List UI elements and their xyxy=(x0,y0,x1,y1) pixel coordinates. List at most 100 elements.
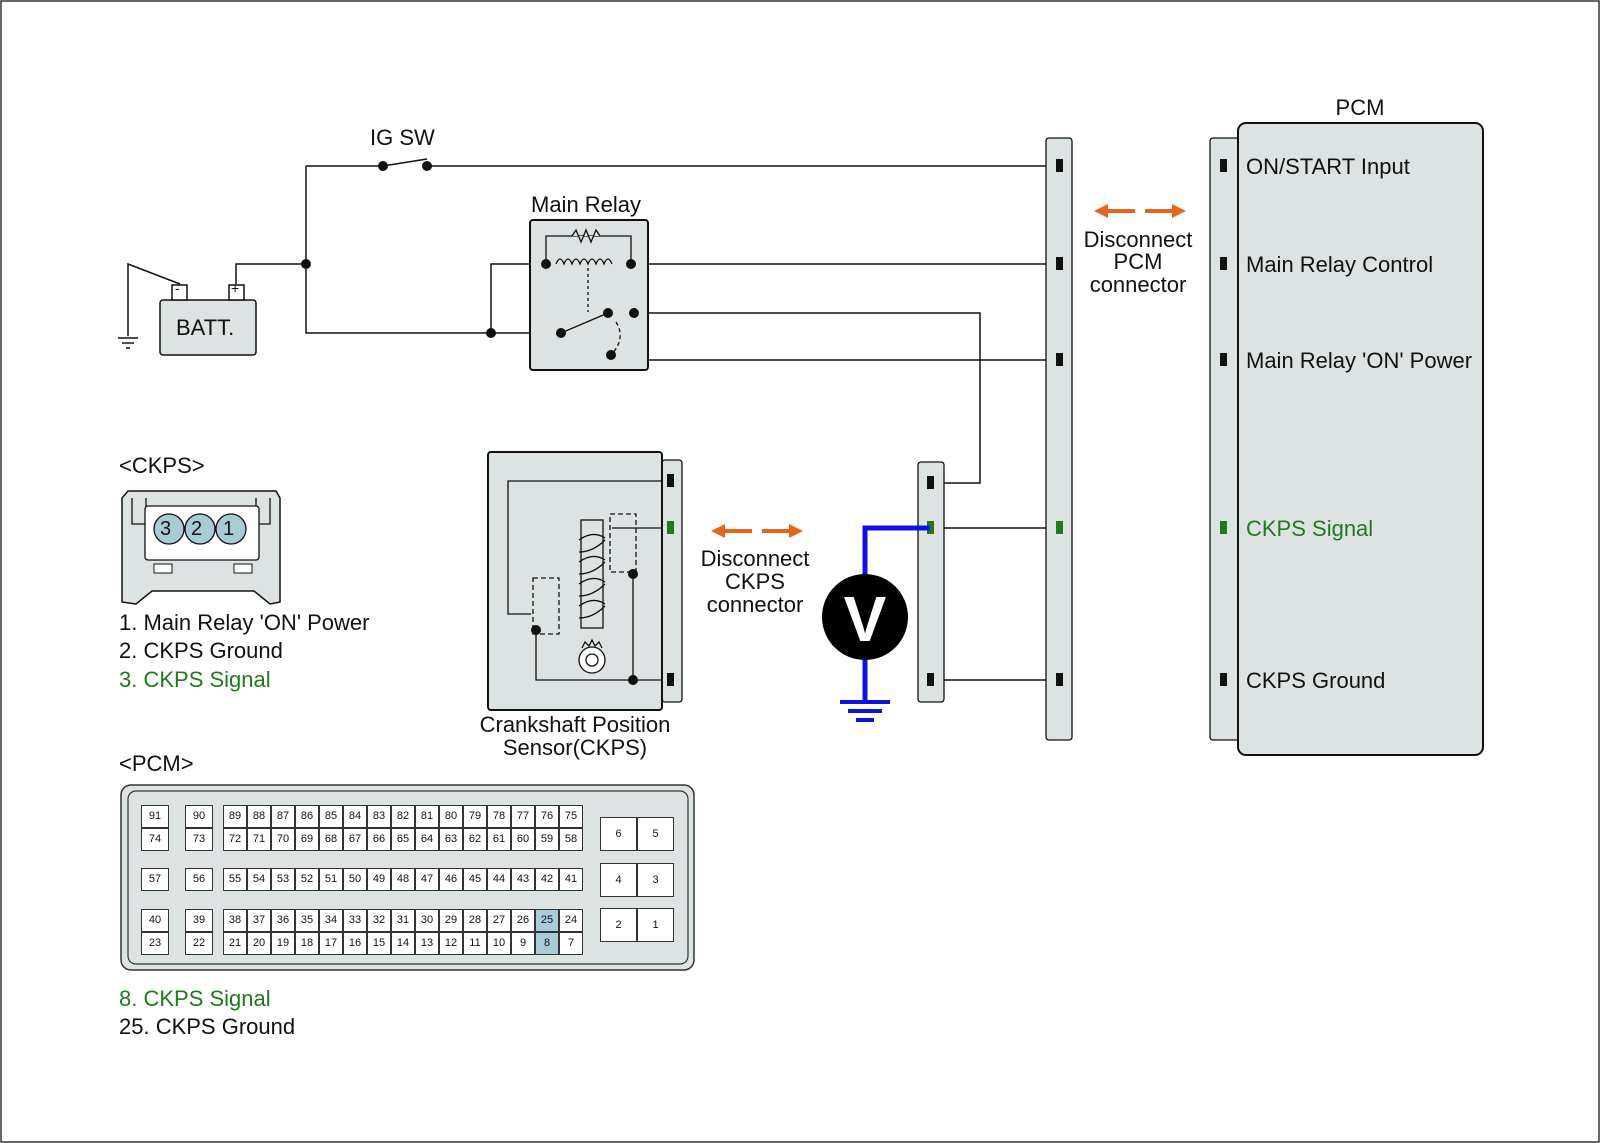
pcm-pin-45: 45 xyxy=(463,868,487,891)
pcm-input-main-relay-on-power: Main Relay 'ON' Power xyxy=(1246,348,1473,373)
disconnect-ckps-line-1: Disconnect xyxy=(700,546,810,571)
pcm-pin-80: 80 xyxy=(439,805,463,828)
ckps-sensor-body xyxy=(487,451,663,711)
pcm-title: PCM xyxy=(1335,95,1385,120)
pcm-input-on-start: ON/START Input xyxy=(1246,154,1410,179)
pcm-box xyxy=(1237,122,1484,756)
ckps-pin-2: 2 xyxy=(191,518,203,540)
disconnect-ckps-line-3: connector xyxy=(706,592,804,617)
voltmeter-symbol: V xyxy=(844,583,887,655)
pcm-pin-3: 3 xyxy=(637,863,674,897)
pcm-pin-37: 37 xyxy=(247,909,271,932)
pcm-pin-17: 17 xyxy=(319,932,343,955)
pcm-pin-71: 71 xyxy=(247,828,271,851)
voltmeter: V xyxy=(822,525,930,722)
disconnect-pcm-line-3: connector xyxy=(1089,272,1187,297)
ckps-harness-connector-strip xyxy=(917,461,945,703)
pcm-pin-8: 8 xyxy=(535,932,559,955)
main-relay xyxy=(529,219,649,371)
pcm-pin-55: 55 xyxy=(223,868,247,891)
pcm-pin-70: 70 xyxy=(271,828,295,851)
pcm-pin-69: 69 xyxy=(295,828,319,851)
pcm-pin-36: 36 xyxy=(271,909,295,932)
pcm-pin-2: 2 xyxy=(600,908,637,942)
pcm-pin-88: 88 xyxy=(247,805,271,828)
pcm-input-strip xyxy=(1209,137,1241,741)
pcm-pin-19: 19 xyxy=(271,932,295,955)
ckps-legend-item-2: 2. CKPS Ground xyxy=(119,638,283,663)
pcm-pin-16: 16 xyxy=(343,932,367,955)
pcm-pin-53: 53 xyxy=(271,868,295,891)
pcm-pin-46: 46 xyxy=(439,868,463,891)
pcm-pin-31: 31 xyxy=(391,909,415,932)
pcm-input-ckps-signal: CKPS Signal xyxy=(1246,516,1374,541)
ckps-sensor-pins xyxy=(667,474,674,686)
pcm-pin-7: 7 xyxy=(559,932,583,955)
pcm-pin-13: 13 xyxy=(415,932,439,955)
pcm-pin-72: 72 xyxy=(223,828,247,851)
main-relay-on-power-wire xyxy=(633,313,1058,361)
coil-feed-wire xyxy=(490,263,546,333)
ckps-harness-pins xyxy=(927,476,934,686)
pcm-pin-66: 66 xyxy=(367,828,391,851)
pcm-pin-14: 14 xyxy=(391,932,415,955)
disconnect-pcm-line-2: PCM xyxy=(1113,249,1163,274)
pcm-pin-90: 90 xyxy=(185,805,213,828)
pcm-pin-68: 68 xyxy=(319,828,343,851)
ig-switch-label: IG SW xyxy=(370,125,435,150)
pcm-pin-41: 41 xyxy=(559,868,583,891)
pcm-pin-40: 40 xyxy=(141,909,169,932)
pcm-pin-56: 56 xyxy=(185,868,213,891)
pcm-pin-23: 23 xyxy=(141,932,169,955)
pcm-pin-48: 48 xyxy=(391,868,415,891)
pcm-pin-50: 50 xyxy=(343,868,367,891)
pcm-pin-79: 79 xyxy=(463,805,487,828)
pcm-pin-6: 6 xyxy=(600,817,637,851)
pcm-pin-32: 32 xyxy=(367,909,391,932)
feed-wire xyxy=(305,166,556,334)
pcm-pin-43: 43 xyxy=(511,868,535,891)
pcm-pin-15: 15 xyxy=(367,932,391,955)
pcm-pin-12: 12 xyxy=(439,932,463,955)
pcm-pin-25: 25 xyxy=(535,909,559,932)
pcm-pin-30: 30 xyxy=(415,909,439,932)
pcm-pin-10: 10 xyxy=(487,932,511,955)
batt-plus-wire xyxy=(235,263,306,284)
pcm-pin-74: 74 xyxy=(141,828,169,851)
pcm-legend-item-1: 8. CKPS Signal xyxy=(119,986,271,1011)
pcm-pin-73: 73 xyxy=(185,828,213,851)
pcm-pin-33: 33 xyxy=(343,909,367,932)
pcm-pin-51: 51 xyxy=(319,868,343,891)
pcm-connector-strip xyxy=(1045,137,1073,741)
battery-minus-label: - xyxy=(175,280,180,296)
pcm-input-ckps-ground: CKPS Ground xyxy=(1246,668,1386,693)
pcm-pin-85: 85 xyxy=(319,805,343,828)
pcm-pin-44: 44 xyxy=(487,868,511,891)
pcm-pin-20: 20 xyxy=(247,932,271,955)
ckps-connector-title: <CKPS> xyxy=(119,453,205,478)
pcm-pin-34: 34 xyxy=(319,909,343,932)
pcm-pin-82: 82 xyxy=(391,805,415,828)
pcm-pin-49: 49 xyxy=(367,868,391,891)
ckps-pin-1: 1 xyxy=(223,518,235,540)
pcm-pin-84: 84 xyxy=(343,805,367,828)
pcm-pin-61: 61 xyxy=(487,828,511,851)
junction-dots xyxy=(301,161,496,338)
pcm-pin-22: 22 xyxy=(185,932,213,955)
pcm-pin-9: 9 xyxy=(511,932,535,955)
pcm-connector-pins xyxy=(1056,159,1063,686)
pcm-pin-81: 81 xyxy=(415,805,439,828)
pcm-pin-89: 89 xyxy=(223,805,247,828)
disconnect-pcm-arrows xyxy=(1094,204,1186,218)
pcm-pin-35: 35 xyxy=(295,909,319,932)
battery xyxy=(159,284,257,356)
pcm-pin-77: 77 xyxy=(511,805,535,828)
pcm-pin-5: 5 xyxy=(637,817,674,851)
pcm-pin-27: 27 xyxy=(487,909,511,932)
pcm-pin-58: 58 xyxy=(559,828,583,851)
pcm-pin-64: 64 xyxy=(415,828,439,851)
pcm-pin-63: 63 xyxy=(439,828,463,851)
pcm-legend-item-2: 25. CKPS Ground xyxy=(119,1014,296,1039)
pcm-pin-47: 47 xyxy=(415,868,439,891)
